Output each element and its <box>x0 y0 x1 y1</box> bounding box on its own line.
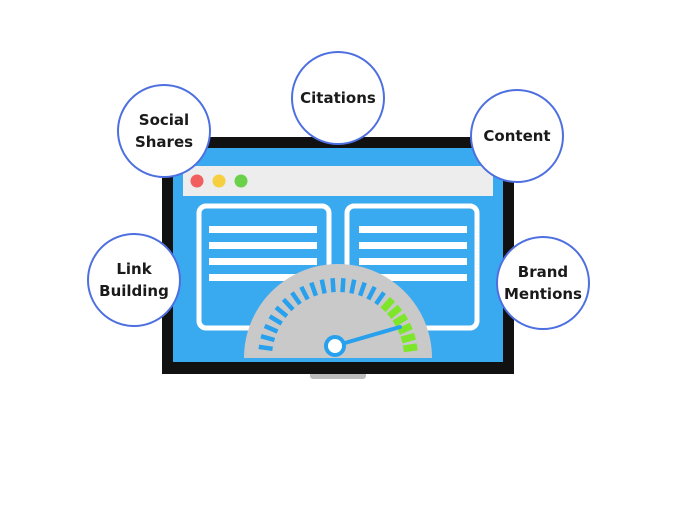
bubble-content: Content <box>470 89 564 183</box>
gauge-tick <box>281 297 295 312</box>
speedometer-hub <box>324 335 346 357</box>
bubble-label: Brand Mentions <box>503 263 582 303</box>
gauge-tick <box>330 278 336 293</box>
speedometer-ticks <box>258 278 418 353</box>
gauge-tick <box>290 291 302 306</box>
gauge-tick <box>309 281 319 297</box>
gauge-tick <box>380 297 396 313</box>
gauge-tick <box>366 285 377 301</box>
bubble-label: Social Shares <box>134 111 194 151</box>
gauge-tick <box>268 314 283 326</box>
gauge-tick <box>392 313 409 327</box>
bubble-label: Citations <box>300 89 376 107</box>
gauge-tick <box>374 291 386 306</box>
bubble-brand-mentions: Brand Mentions <box>496 236 590 330</box>
gauge-tick <box>263 323 279 334</box>
bubble-link-building: Link Building <box>87 233 181 327</box>
gauge-tick <box>340 278 346 293</box>
bubble-citations: Citations <box>291 51 385 145</box>
gauge-tick <box>349 279 357 294</box>
speedometer-dial <box>244 264 432 358</box>
window-maximize-dot <box>234 174 248 188</box>
gauge-tick <box>258 344 273 352</box>
gauge-tick <box>386 304 403 320</box>
text-lines-right <box>359 226 467 281</box>
gauge-tick <box>274 305 289 319</box>
bubble-label: Content <box>483 127 551 145</box>
gauge-tick <box>400 332 416 344</box>
gauge-tick <box>260 334 276 343</box>
window-close-dot <box>190 174 204 188</box>
gauge-tick <box>397 322 413 335</box>
text-lines-left <box>209 226 317 281</box>
gauge-tick <box>299 285 310 301</box>
gauge-tick <box>402 343 418 353</box>
gauge-tick <box>319 279 327 294</box>
gauge-tick <box>357 281 367 297</box>
bubble-social-shares: Social Shares <box>117 84 211 178</box>
browser-titlebar <box>183 166 493 196</box>
bubble-label: Link Building <box>99 260 169 300</box>
speedometer-needle <box>336 325 402 347</box>
window-minimize-dot <box>212 174 226 188</box>
